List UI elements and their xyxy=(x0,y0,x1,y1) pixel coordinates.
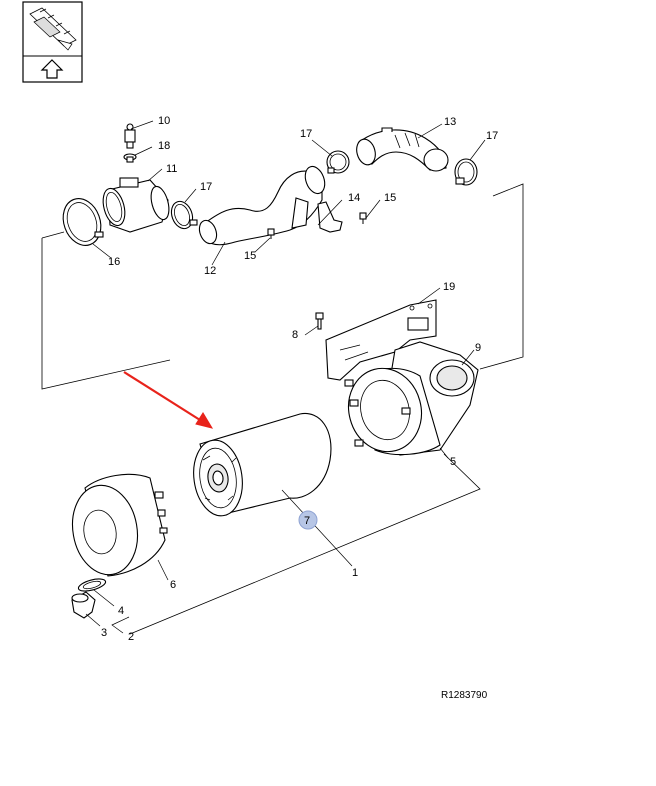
lower-group-line xyxy=(129,453,481,635)
callout-1[interactable]: 1 xyxy=(352,567,358,579)
clamp-17-left[interactable] xyxy=(168,198,198,231)
exploded-view-icon xyxy=(29,7,77,51)
callout-6[interactable]: 6 xyxy=(170,579,176,591)
diagram-reference-code: R1283790 xyxy=(441,690,488,701)
bolt-8[interactable] xyxy=(315,312,324,330)
up-arrow-icon[interactable] xyxy=(40,59,64,79)
filter-housing-5[interactable] xyxy=(339,360,441,460)
callout-15-right[interactable]: 15 xyxy=(384,192,396,204)
clamp-ring-16[interactable] xyxy=(57,193,107,250)
callout-17-left[interactable]: 17 xyxy=(200,181,212,193)
callout-8[interactable]: 8 xyxy=(292,329,298,341)
callout-5[interactable]: 5 xyxy=(450,456,456,468)
callout-17-right[interactable]: 17 xyxy=(486,130,498,142)
upper-frame-right xyxy=(479,183,524,370)
callout-15-left[interactable]: 15 xyxy=(244,250,256,262)
callout-10[interactable]: 10 xyxy=(158,115,170,127)
screw-15-left[interactable] xyxy=(267,228,275,239)
valve-3[interactable] xyxy=(71,591,96,619)
upper-frame-top-left xyxy=(41,231,65,239)
callout-7[interactable]: 7 xyxy=(304,515,310,527)
bracket-14[interactable] xyxy=(317,201,343,233)
sensor-10[interactable] xyxy=(124,123,136,149)
elbow-13[interactable] xyxy=(354,127,449,172)
callout-14[interactable]: 14 xyxy=(348,192,360,204)
hose-12[interactable] xyxy=(196,164,328,246)
navigation-box[interactable] xyxy=(22,1,83,83)
leader-lines xyxy=(85,120,486,627)
callout-17-center[interactable]: 17 xyxy=(300,128,312,140)
clamp-17-center[interactable] xyxy=(326,150,350,174)
red-pointer-arrow xyxy=(123,371,214,429)
filter-element-1[interactable] xyxy=(189,412,332,518)
gasket-4[interactable] xyxy=(77,577,107,594)
callout-19[interactable]: 19 xyxy=(443,281,455,293)
callout-18[interactable]: 18 xyxy=(158,140,170,152)
upper-frame-left xyxy=(41,238,171,390)
end-cover-6[interactable] xyxy=(66,473,168,580)
callout-9[interactable]: 9 xyxy=(475,342,481,354)
callout-16[interactable]: 16 xyxy=(108,256,120,268)
callout-11[interactable]: 11 xyxy=(166,163,177,175)
callout-12[interactable]: 12 xyxy=(204,265,216,277)
callout-2[interactable]: 2 xyxy=(128,631,134,643)
connector-pipe-11[interactable] xyxy=(99,177,172,233)
grommet-18[interactable] xyxy=(123,153,137,163)
screw-15-right[interactable] xyxy=(359,212,367,224)
bracket-3-4 xyxy=(111,616,130,634)
clamp-17-right[interactable] xyxy=(454,158,478,186)
bracket-19[interactable] xyxy=(325,299,437,381)
callout-3[interactable]: 3 xyxy=(101,627,107,639)
callout-13[interactable]: 13 xyxy=(444,116,456,128)
highlight-circle-7[interactable] xyxy=(298,510,318,530)
callout-4[interactable]: 4 xyxy=(118,605,124,617)
